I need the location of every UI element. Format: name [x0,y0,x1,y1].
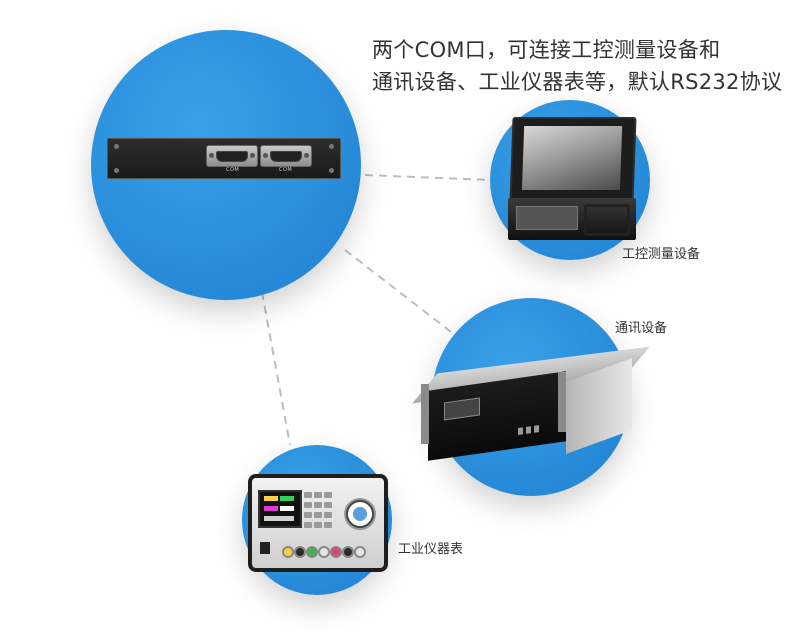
output-jack [330,546,342,558]
keypad-key [314,502,322,508]
caption-industrial-instrument: 工业仪器表 [398,542,464,557]
port-pins [270,151,302,162]
output-jack [282,546,294,558]
instrument-display [258,490,302,528]
rack-terminal-block [444,397,480,421]
output-jack [342,546,354,558]
keypad-key [314,512,322,518]
caption-industrial-measurement: 工控测量设备 [622,247,701,262]
output-jack [318,546,330,558]
rack-ear-right [558,372,566,432]
com-port-2 [260,145,312,167]
output-jack [354,546,366,558]
keypad-key [324,512,332,518]
rugged-terminal-base [508,198,636,240]
terminal-io-strip [516,206,578,230]
com-port-1 [206,145,258,167]
connector-to-communication [344,249,456,336]
panel-screw [329,144,334,149]
port-bolt [304,153,309,158]
keypad-key [314,492,322,498]
display-segment [280,496,294,501]
panel-screw [114,168,119,173]
keypad-key [324,492,332,498]
connector-to-instrument [261,291,291,446]
display-segment [264,506,278,511]
panel-screw [114,144,119,149]
feature-headline: 两个COM口，可连接工控测量设备和 通讯设备、工业仪器表等，默认RS232协议 [372,34,782,98]
com-port-2-label: COM [279,167,293,173]
panel-screw [329,168,334,173]
keypad-key [304,502,312,508]
headline-line-2: 通讯设备、工业仪器表等，默认RS232协议 [372,70,783,94]
headline-line-1: 两个COM口，可连接工控测量设备和 [372,38,721,62]
port-bolt [209,153,214,158]
display-segment [264,516,294,521]
instrument-power-button [260,542,270,554]
output-jack [294,546,306,558]
connector-to-measurement [364,174,491,181]
rack-button [526,426,531,434]
keypad-key [324,502,332,508]
keypad-key [304,512,312,518]
rack-button [534,425,539,433]
power-supply-instrument [248,474,388,572]
display-segment [264,496,278,501]
output-jack [306,546,318,558]
com-port-panel: COM COM [107,138,341,179]
rack-button [518,427,523,436]
keypad-key [304,522,312,528]
keypad-key [314,522,322,528]
caption-communication: 通讯设备 [615,321,668,336]
rack-ear-left [421,384,429,444]
instrument-knob [344,498,376,530]
rugged-terminal-lid [509,117,637,203]
display-segment [280,506,294,511]
keypad-key [304,492,312,498]
port-bolt [250,153,255,158]
rugged-terminal-screen [521,126,623,190]
com-port-1-label: COM [226,167,240,173]
terminal-handle [584,204,630,236]
instrument-keypad [304,492,344,536]
keypad-key [324,522,332,528]
port-bolt [263,153,268,158]
port-pins [216,151,248,162]
